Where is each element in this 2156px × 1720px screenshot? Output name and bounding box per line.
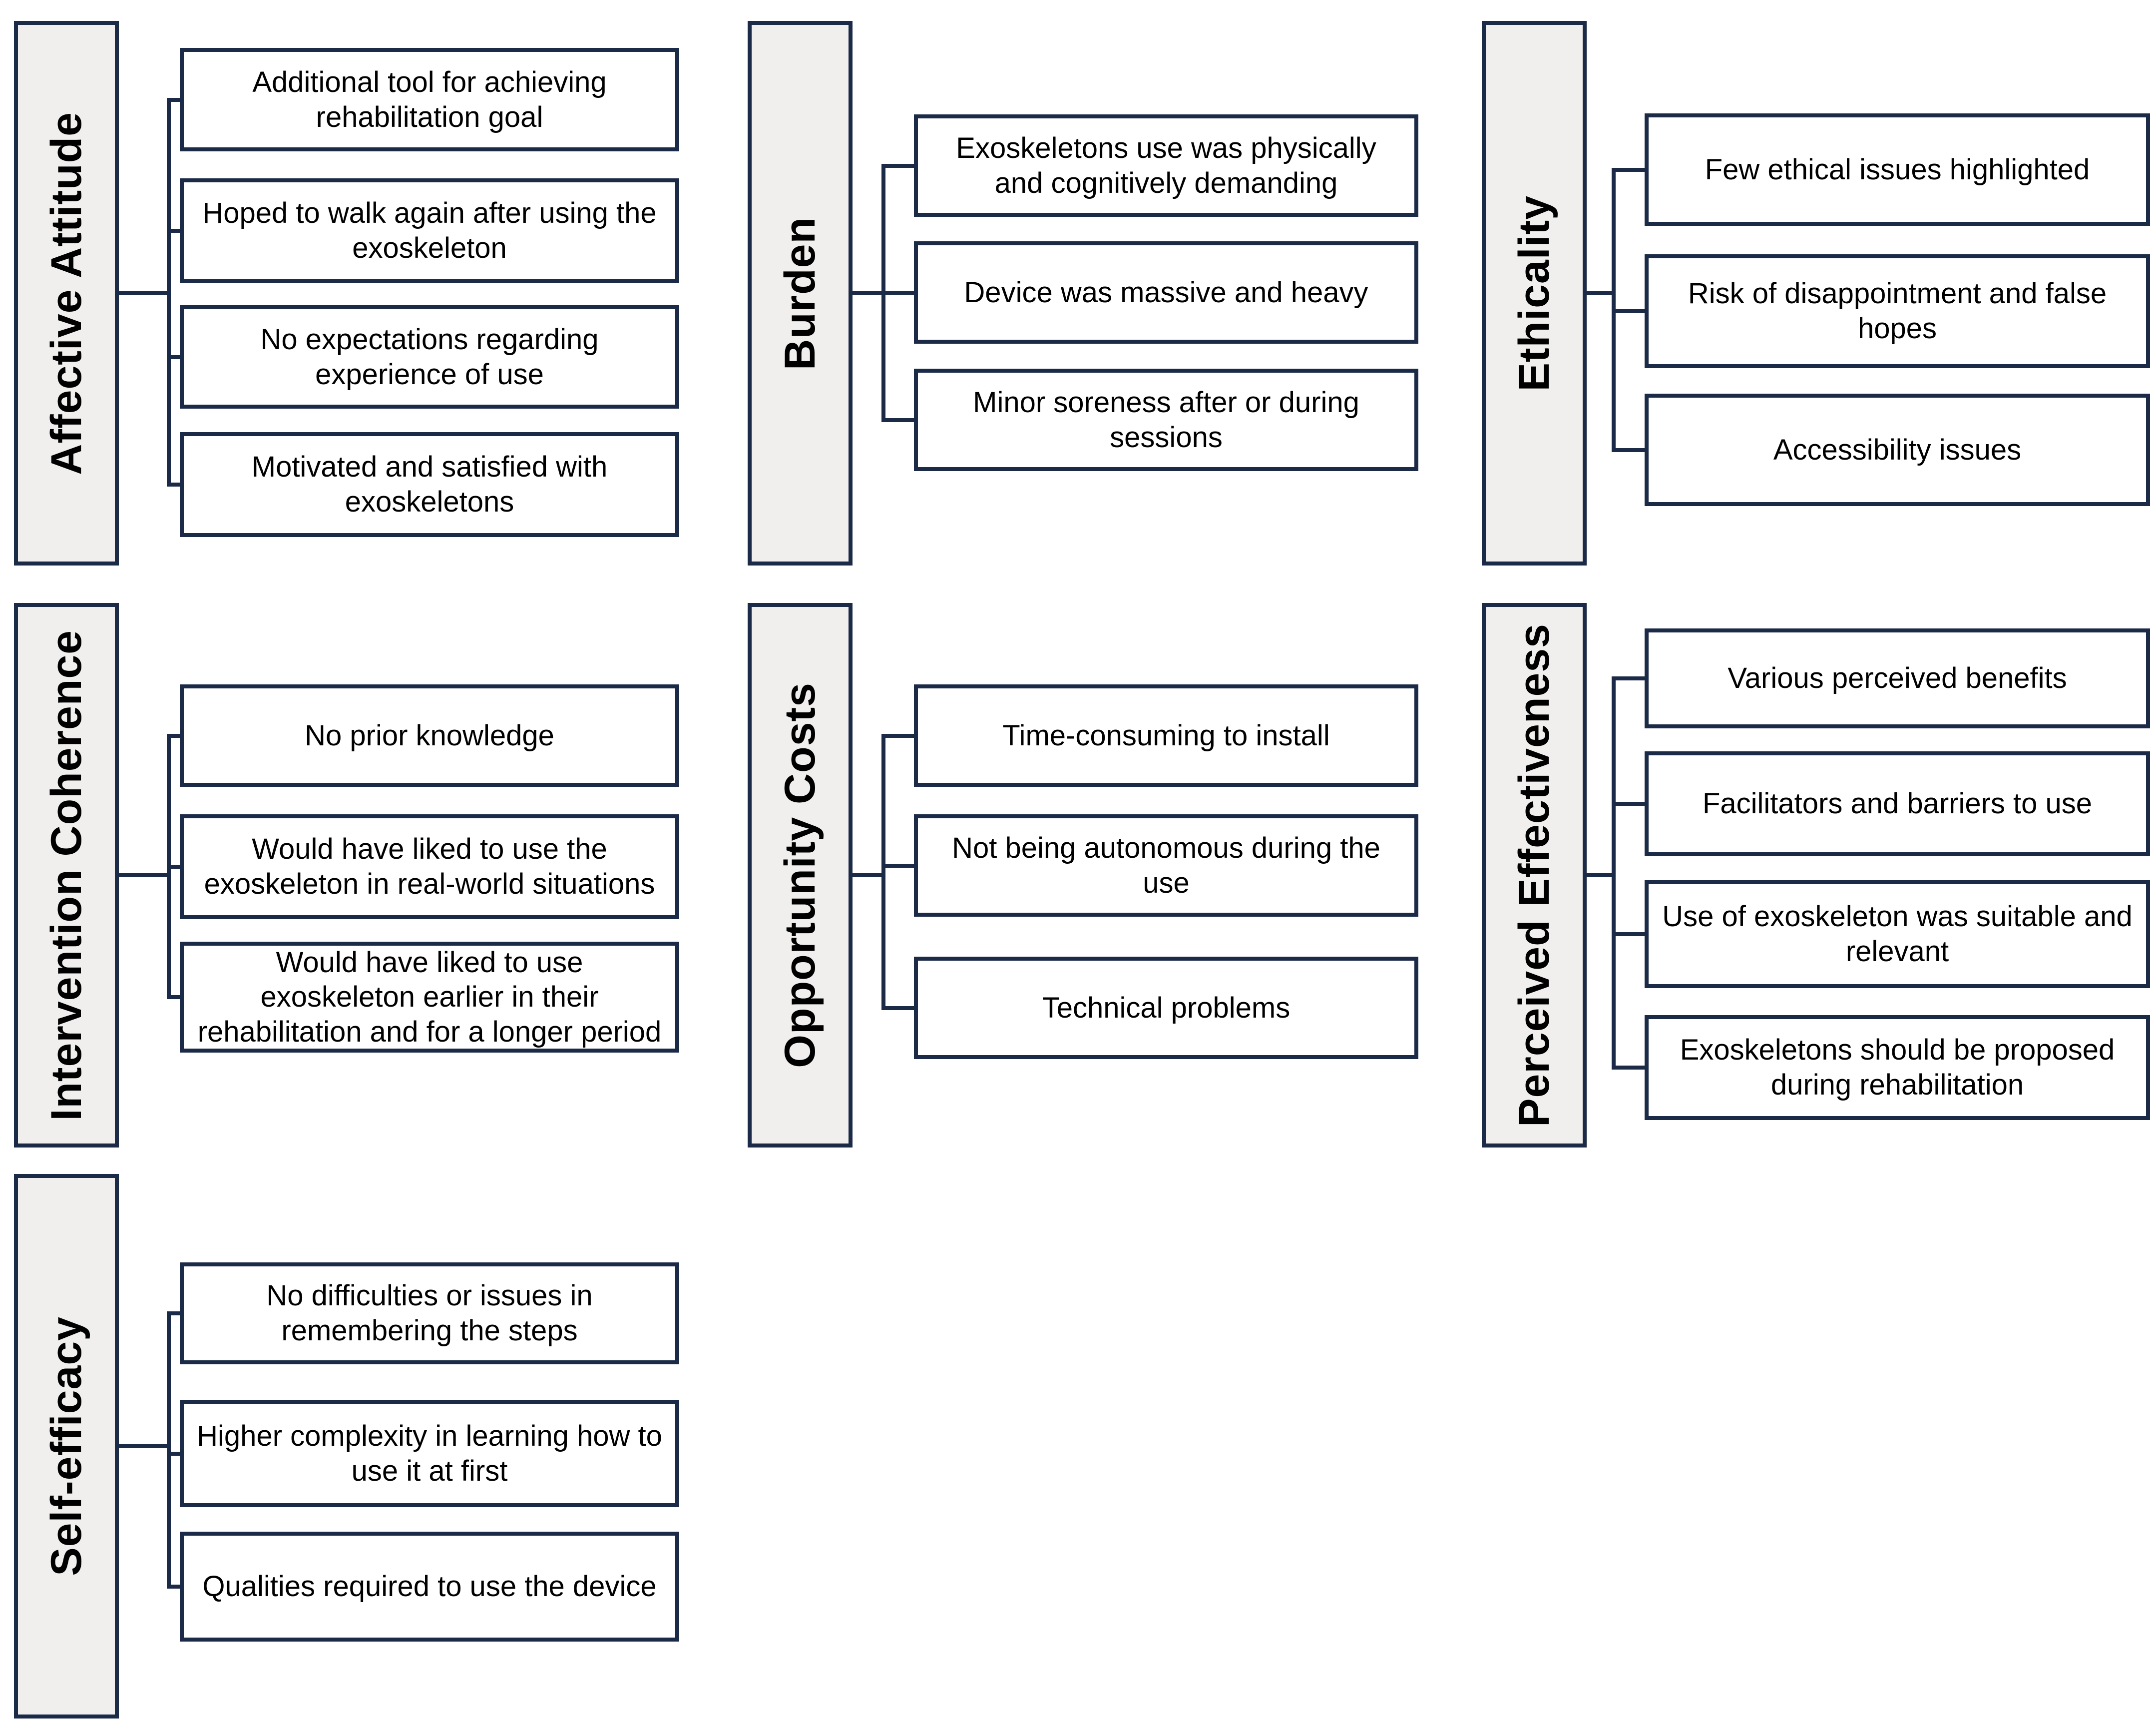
connector-branch — [167, 995, 180, 999]
connector-branch — [881, 290, 914, 295]
theme-box: Various perceived benefits — [1645, 628, 2150, 728]
category-box-affective-attitude: Affective Attitude — [14, 21, 119, 566]
connector-stub — [119, 291, 171, 295]
theme-box: Accessibility issues — [1645, 394, 2150, 506]
theme-box: Motivated and satisfied with exoskeleton… — [180, 432, 679, 537]
theme-box: Qualities required to use the device — [180, 1532, 679, 1642]
category-label: Opportunity Costs — [776, 682, 824, 1068]
connector-branch — [1612, 167, 1645, 172]
connector-stub — [119, 873, 171, 877]
connector-branch — [1612, 1066, 1645, 1070]
category-box-perceived-effectiveness: Perceived Effectiveness — [1482, 603, 1587, 1147]
connector-trunk — [881, 733, 885, 1010]
connector-branch — [167, 229, 180, 233]
theme-box: Would have liked to use the exoskeleton … — [180, 814, 679, 919]
theme-box: Would have liked to use exoskeleton earl… — [180, 942, 679, 1053]
theme-box: Few ethical issues highlighted — [1645, 113, 2150, 226]
theme-box: No expectations regarding experience of … — [180, 305, 679, 409]
connector-branch — [881, 1006, 914, 1010]
theme-box: Facilitators and barriers to use — [1645, 751, 2150, 856]
connector-branch — [881, 733, 914, 738]
connector-branch — [1612, 932, 1645, 936]
theme-box: Additional tool for achieving rehabilita… — [180, 48, 679, 151]
category-label: Intervention Coherence — [42, 629, 90, 1121]
category-box-ethicality: Ethicality — [1482, 21, 1587, 566]
theme-box: Technical problems — [914, 957, 1418, 1059]
category-label: Affective Attitude — [42, 111, 90, 475]
theme-box: No prior knowledge — [180, 684, 679, 787]
connector-branch — [167, 483, 180, 487]
connector-branch — [1612, 802, 1645, 806]
connector-branch — [167, 1585, 180, 1589]
category-box-self-efficacy: Self-efficacy — [14, 1174, 119, 1719]
category-box-burden: Burden — [748, 21, 853, 566]
connector-branch — [167, 97, 180, 102]
category-box-intervention-coherence: Intervention Coherence — [14, 603, 119, 1147]
theme-box: Device was massive and heavy — [914, 241, 1418, 344]
connector-branch — [1612, 676, 1645, 680]
connector-stub — [1587, 291, 1616, 295]
connector-trunk — [167, 97, 171, 487]
connector-stub — [119, 1444, 171, 1448]
theme-box: No difficulties or issues in remembering… — [180, 1262, 679, 1364]
connector-stub — [1587, 873, 1616, 877]
connector-trunk — [167, 1311, 171, 1589]
connector-branch — [167, 1311, 180, 1315]
theme-box: Not being autonomous during the use — [914, 814, 1418, 917]
connector-trunk — [1612, 676, 1616, 1070]
connector-branch — [167, 865, 180, 869]
theme-box: Use of exoskeleton was suitable and rele… — [1645, 880, 2150, 988]
theme-box: Hoped to walk again after using the exos… — [180, 178, 679, 283]
category-box-opportunity-costs: Opportunity Costs — [748, 603, 853, 1147]
category-label: Burden — [776, 216, 824, 370]
theme-box: Risk of disappointment and false hopes — [1645, 254, 2150, 368]
theme-box: Exoskeletons use was physically and cogn… — [914, 114, 1418, 217]
connector-branch — [1612, 309, 1645, 313]
connector-stub — [853, 291, 885, 295]
connector-branch — [167, 355, 180, 359]
connector-branch — [881, 418, 914, 422]
category-label: Self-efficacy — [42, 1316, 90, 1576]
category-label: Perceived Effectiveness — [1510, 623, 1558, 1127]
connector-stub — [853, 873, 885, 877]
connector-branch — [167, 1451, 180, 1456]
connector-branch — [881, 163, 914, 168]
connector-branch — [881, 863, 914, 868]
theme-box: Exoskeletons should be proposed during r… — [1645, 1015, 2150, 1120]
theme-box: Time-consuming to install — [914, 684, 1418, 787]
connector-branch — [1612, 448, 1645, 452]
category-label: Ethicality — [1510, 195, 1558, 392]
connector-branch — [167, 733, 180, 738]
theme-box: Higher complexity in learning how to use… — [180, 1400, 679, 1507]
theme-box: Minor soreness after or during sessions — [914, 369, 1418, 471]
